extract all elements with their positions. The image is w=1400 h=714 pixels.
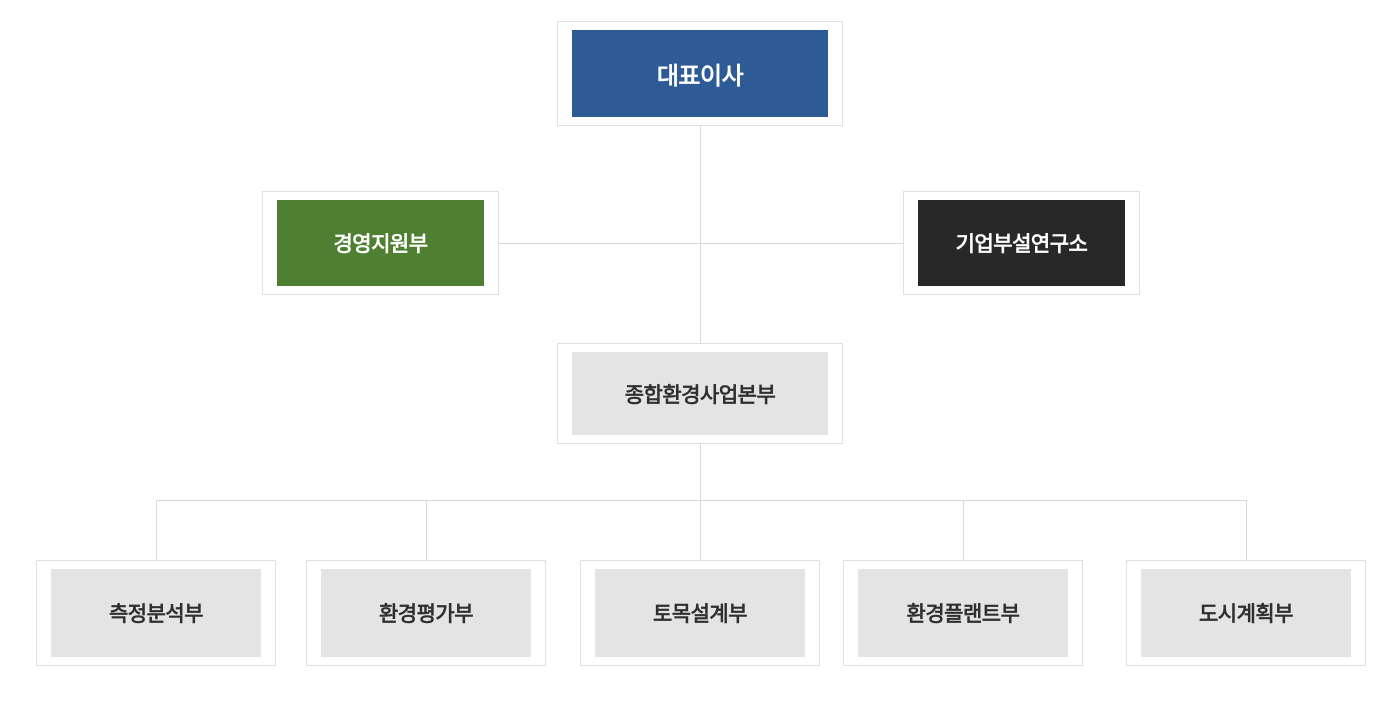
org-node-dept-3-label: 토목설계부 bbox=[652, 603, 748, 626]
org-node-dept-civil-design: 토목설계부 bbox=[580, 560, 820, 666]
org-node-ceo: 대표이사 bbox=[557, 21, 843, 126]
org-node-dept-2-panel: 환경평가부 bbox=[321, 569, 531, 657]
org-node-research-institute: 기업부설연구소 bbox=[903, 191, 1140, 295]
org-node-dept-1-label: 측정분석부 bbox=[108, 603, 204, 626]
org-node-environment-hq-panel: 종합환경사업본부 bbox=[572, 352, 828, 435]
org-node-dept-urban-planning: 도시계획부 bbox=[1126, 560, 1366, 666]
org-node-ceo-label: 대표이사 bbox=[656, 63, 744, 90]
org-node-dept-environmental-assessment: 환경평가부 bbox=[306, 560, 546, 666]
org-node-dept-4-panel: 환경플랜트부 bbox=[858, 569, 1068, 657]
org-node-environment-hq-label: 종합환경사업본부 bbox=[624, 383, 776, 407]
org-node-dept-4-label: 환경플랜트부 bbox=[906, 603, 1020, 626]
org-node-dept-3-panel: 토목설계부 bbox=[595, 569, 805, 657]
connector-drop-dept-4 bbox=[963, 500, 964, 560]
org-node-management-support-label: 경영지원부 bbox=[333, 233, 428, 256]
org-node-dept-measurement-analysis: 측정분석부 bbox=[36, 560, 276, 666]
connector-staff-crossbar bbox=[499, 243, 903, 244]
org-node-ceo-panel: 대표이사 bbox=[572, 30, 828, 117]
connector-departments-crossbar bbox=[156, 500, 1246, 501]
org-node-management-support: 경영지원부 bbox=[262, 191, 499, 295]
connector-drop-dept-1 bbox=[156, 500, 157, 560]
org-node-dept-2-label: 환경평가부 bbox=[378, 603, 474, 626]
org-node-dept-5-label: 도시계획부 bbox=[1198, 603, 1294, 626]
org-node-dept-environmental-plant: 환경플랜트부 bbox=[843, 560, 1083, 666]
org-node-dept-5-panel: 도시계획부 bbox=[1141, 569, 1351, 657]
org-node-management-support-panel: 경영지원부 bbox=[277, 200, 484, 286]
connector-drop-dept-2 bbox=[426, 500, 427, 560]
connector-ceo-to-hq bbox=[700, 126, 701, 343]
connector-drop-dept-5 bbox=[1246, 500, 1247, 560]
org-node-research-institute-panel: 기업부설연구소 bbox=[918, 200, 1125, 286]
org-node-research-institute-label: 기업부설연구소 bbox=[955, 233, 1088, 256]
connector-hq-to-departments bbox=[700, 444, 701, 560]
org-node-dept-1-panel: 측정분석부 bbox=[51, 569, 261, 657]
org-node-environment-hq: 종합환경사업본부 bbox=[557, 343, 843, 444]
